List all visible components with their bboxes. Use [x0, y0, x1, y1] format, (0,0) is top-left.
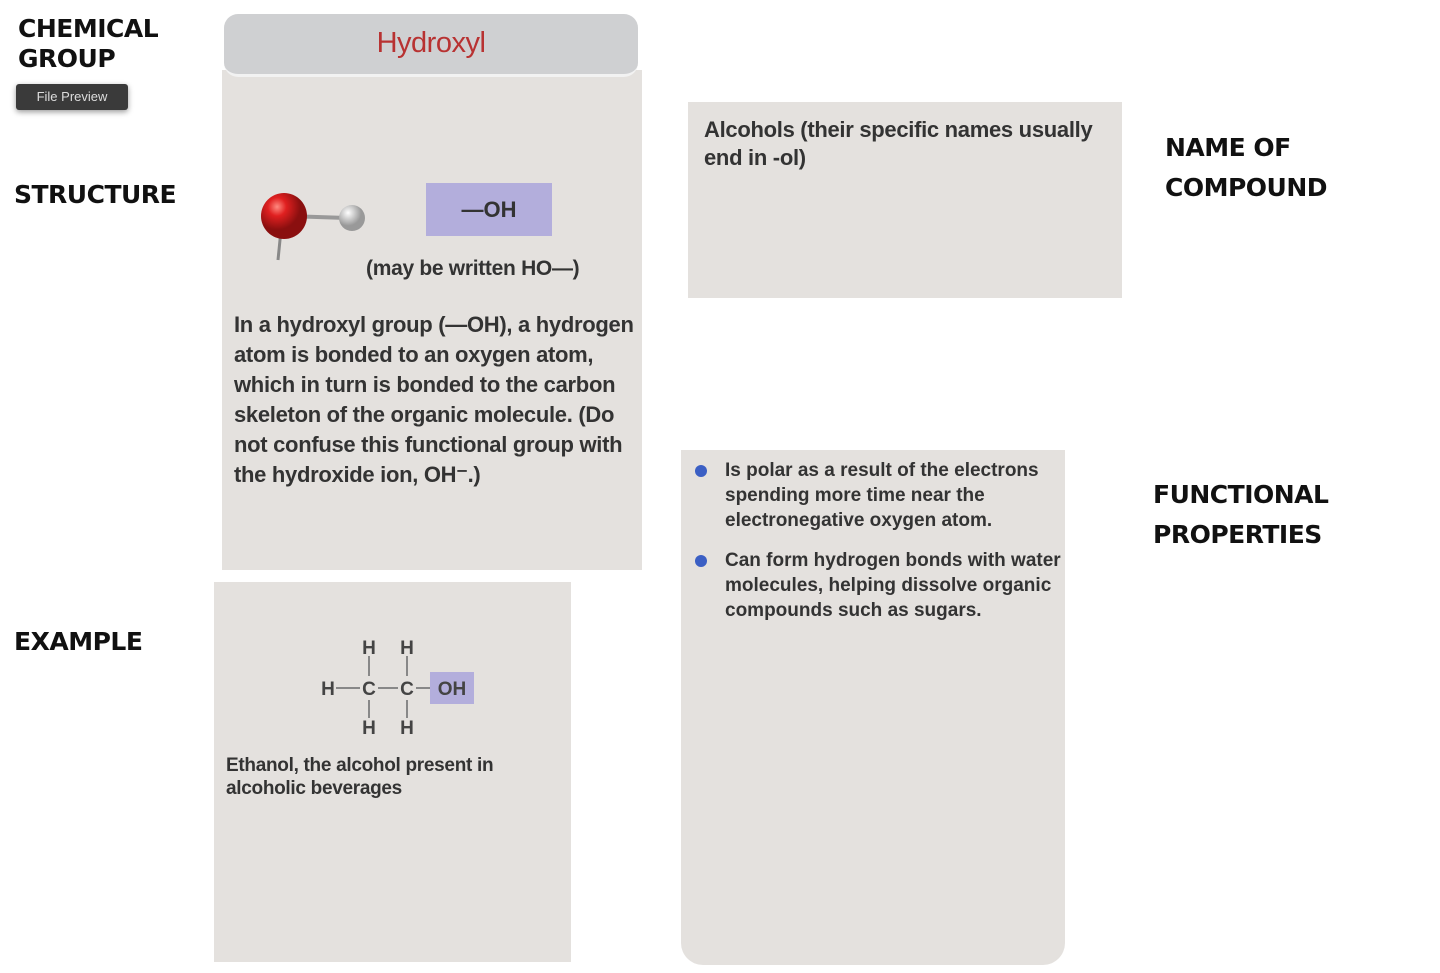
structure-panel: —OH (may be written HO—) In a hydroxyl g… — [222, 70, 642, 570]
property-item: Is polar as a result of the electrons sp… — [681, 458, 1065, 533]
group-title-tab: Hydroxyl — [224, 14, 638, 77]
svg-text:H: H — [362, 718, 376, 739]
oh-formula-box: —OH — [426, 183, 552, 236]
svg-text:H: H — [400, 638, 414, 659]
compound-name: Alcohols (their specific names usually e… — [704, 117, 1093, 170]
properties-list: Is polar as a result of the electrons sp… — [681, 458, 1065, 638]
svg-text:OH: OH — [438, 679, 467, 700]
group-title: Hydroxyl — [376, 27, 486, 59]
hydroxyl-ball-stick-model — [261, 193, 365, 261]
example-caption: Ethanol, the alcohol present in alcoholi… — [226, 755, 494, 799]
svg-text:C: C — [400, 679, 414, 700]
svg-text:H: H — [400, 718, 414, 739]
bullet-icon — [695, 555, 707, 567]
bullet-icon — [695, 465, 707, 477]
file-preview-badge: File Preview — [16, 84, 128, 110]
svg-text:H: H — [321, 679, 335, 700]
properties-panel: Is polar as a result of the electrons sp… — [681, 450, 1065, 965]
name-panel: Alcohols (their specific names usually e… — [688, 102, 1122, 298]
alt-notation: (may be written HO—) — [366, 257, 580, 280]
label-functional-properties: FUNCTIONAL PROPERTIES — [1153, 480, 1329, 549]
label-name-of-compound: NAME OF COMPOUND — [1165, 133, 1328, 202]
label-structure: STRUCTURE — [14, 180, 177, 209]
property-item: Can form hydrogen bonds with water molec… — [681, 548, 1065, 623]
label-example: EXAMPLE — [14, 627, 143, 656]
svg-text:H: H — [362, 638, 376, 659]
label-chemical-group: CHEMICAL GROUP — [18, 14, 159, 73]
svg-text:C: C — [362, 679, 376, 700]
structure-description: In a hydroxyl group (—OH), a hydrogen at… — [234, 312, 634, 487]
